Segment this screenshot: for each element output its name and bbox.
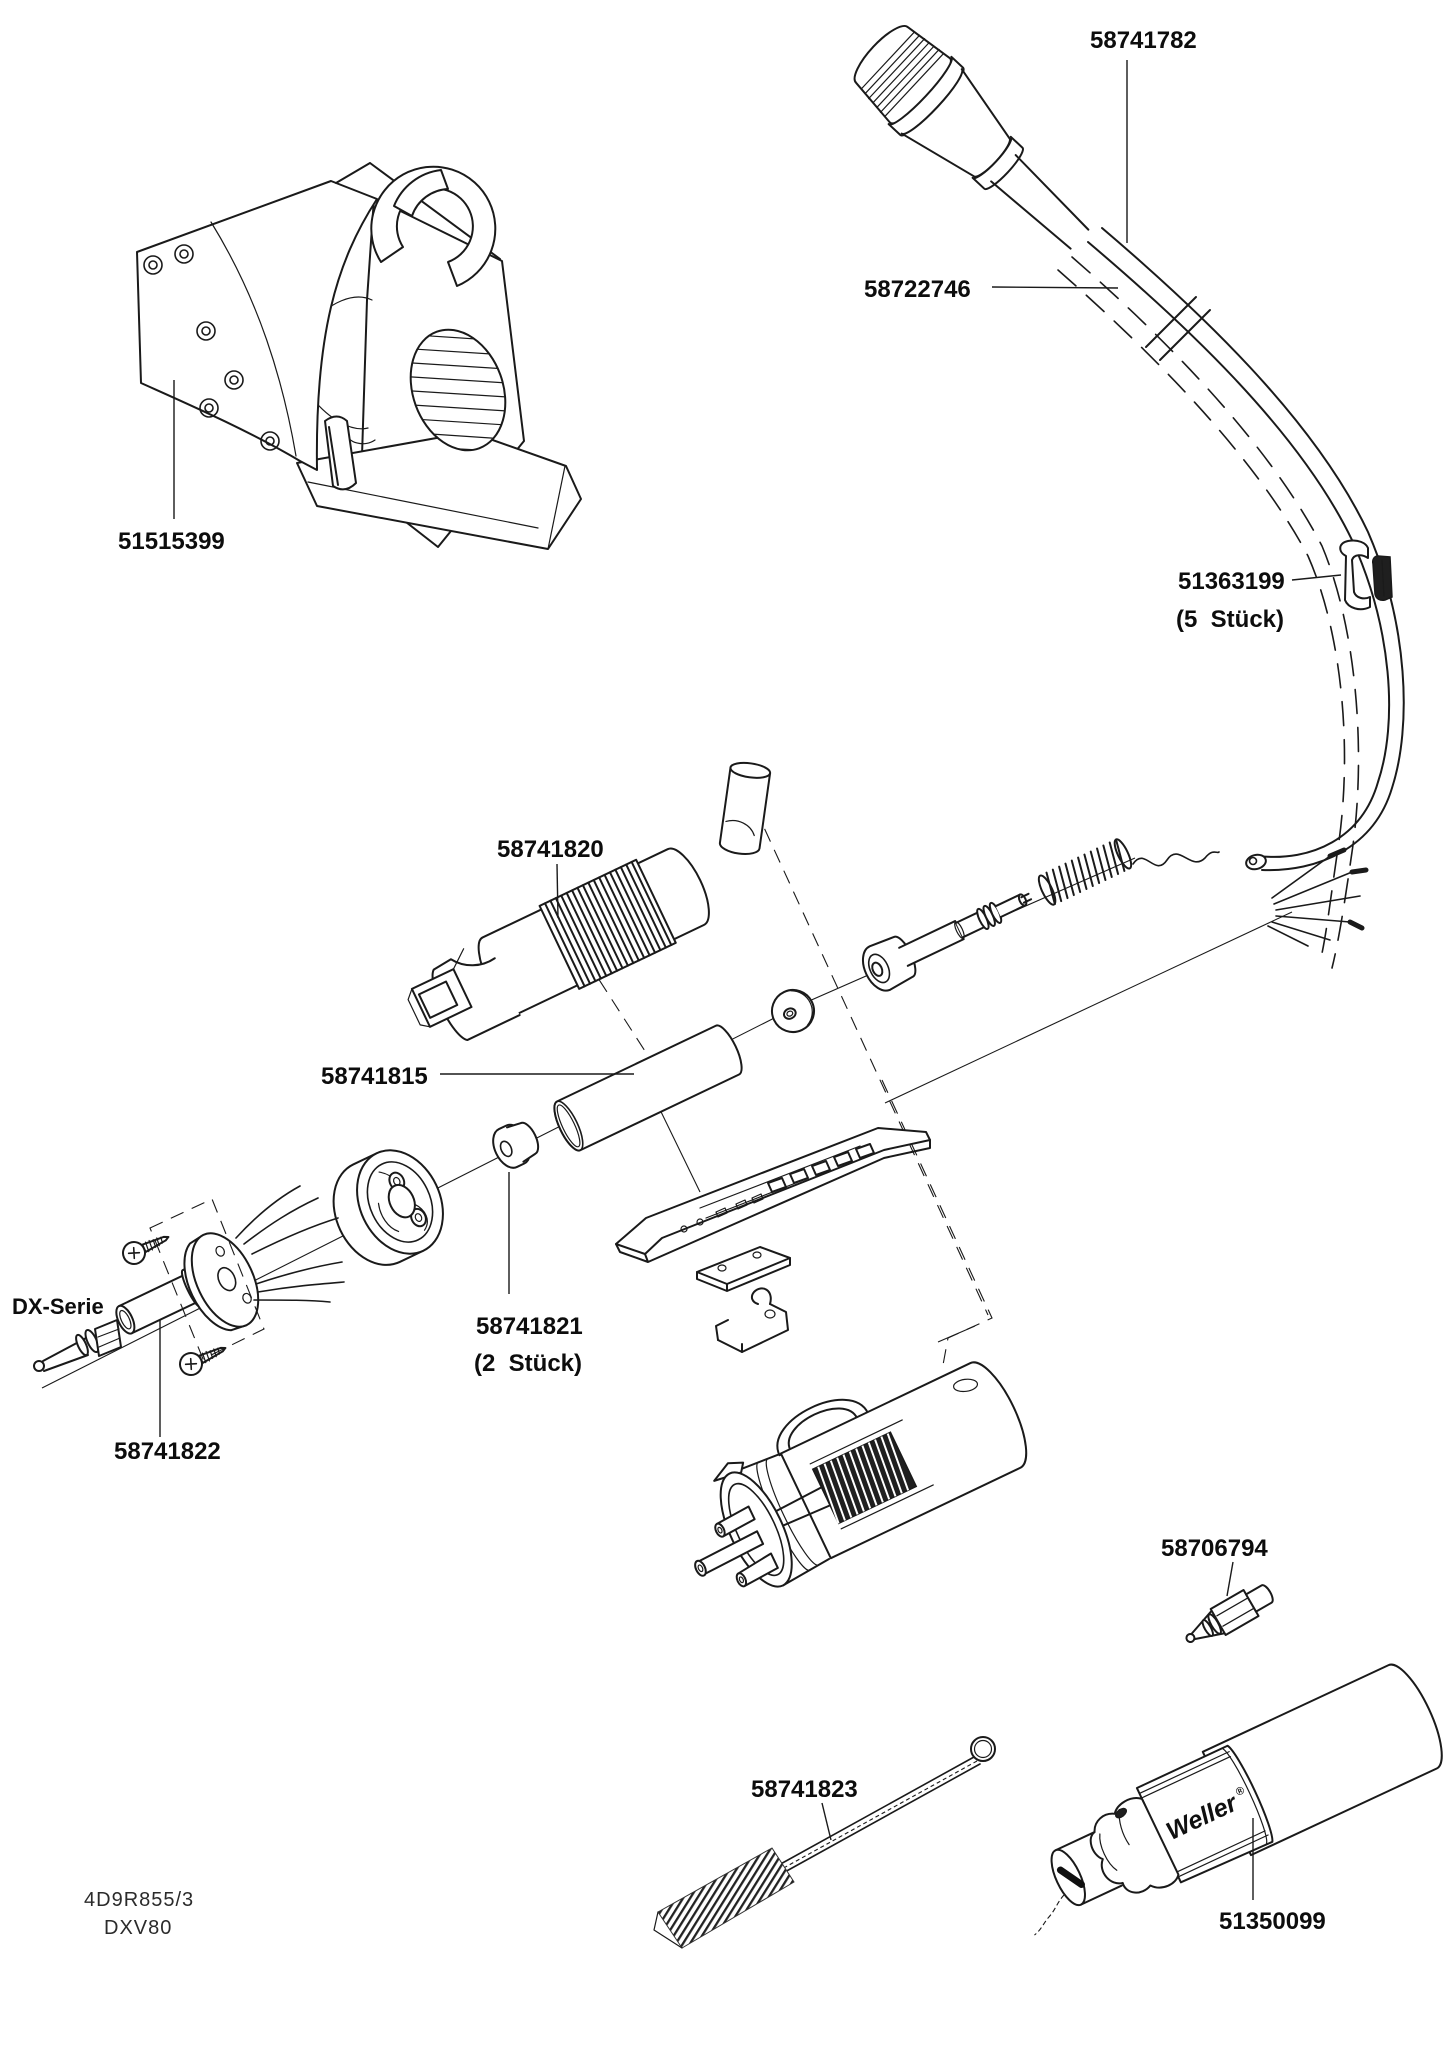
leader-stop-nozzle <box>1226 1561 1234 1597</box>
sleeve-cylinder <box>718 761 772 856</box>
label-brush: 58741823 <box>751 1776 858 1803</box>
label-glass-tube: 58741815 <box>321 1063 428 1090</box>
cord-set <box>853 25 1405 969</box>
label-tip-holder: 58741822 <box>114 1438 221 1465</box>
cord-connector <box>853 25 1090 250</box>
label-stand: 51515399 <box>118 528 225 555</box>
control-board <box>615 1127 931 1263</box>
cleaning-tool: Weller ® <box>1034 1663 1443 1936</box>
label-series: DX-Serie <box>12 1294 104 1319</box>
drawing-info: 4D9R855/3 DXV80 <box>84 1889 194 1939</box>
drawing-model: DXV80 <box>104 1917 172 1939</box>
leader-heater <box>556 863 559 919</box>
label-cord: 58741782 <box>1090 27 1197 54</box>
seal-washer <box>771 989 815 1033</box>
handle-body <box>694 1361 1028 1588</box>
heater-wires <box>235 1185 345 1303</box>
cord-break-marks <box>1145 296 1211 361</box>
label-seal: 58741821 <box>476 1313 583 1340</box>
label-clamp: 51363199 <box>1178 568 1285 595</box>
stand-screws <box>143 244 280 451</box>
label-clamp-qty: (5 Stück) <box>1176 606 1284 633</box>
cable-clamp <box>1339 539 1393 611</box>
drawing-number: 4D9R855/3 <box>84 1889 194 1911</box>
tip-retainer-assembly <box>33 1185 345 1376</box>
seal-grommet <box>492 1121 540 1169</box>
stand-grille <box>395 328 522 453</box>
cleaning-brush <box>653 1736 996 1949</box>
label-stop-nozzle: 58706794 <box>1161 1535 1268 1562</box>
spring-clip <box>715 1287 789 1353</box>
cord-outer-line2 <box>1101 227 1405 872</box>
label-cord-alt: 58722746 <box>864 276 971 303</box>
leader-brush <box>821 1802 832 1841</box>
label-cleaning-tool: 51350099 <box>1219 1908 1326 1935</box>
label-heater: 58741820 <box>497 836 604 863</box>
leader-lines <box>159 60 1342 1900</box>
leader-cord-alt <box>991 286 1119 289</box>
holder-flange <box>332 1149 444 1266</box>
label-seal-qty: (2 Stück) <box>474 1350 582 1377</box>
cord-wire-strands <box>1267 847 1369 947</box>
spring <box>1037 838 1133 906</box>
board-components <box>680 1193 764 1233</box>
cord-outer-line <box>1087 241 1391 858</box>
board-contacts <box>767 1143 875 1193</box>
plunger-shaft <box>862 892 1033 992</box>
leader-clamp <box>1291 574 1342 581</box>
heater-element <box>407 847 710 1042</box>
part-labels: 51515399 58741782 58722746 51363199 (5 S… <box>12 27 1326 1935</box>
vacuum-hose-wire <box>1132 851 1220 867</box>
iron-stand <box>136 162 582 550</box>
screw <box>122 1235 170 1265</box>
contact-plate <box>696 1246 791 1292</box>
glass-tube <box>553 1024 743 1152</box>
cord-hidden-line2 <box>1071 256 1360 969</box>
stop-nozzle <box>1185 1584 1274 1643</box>
